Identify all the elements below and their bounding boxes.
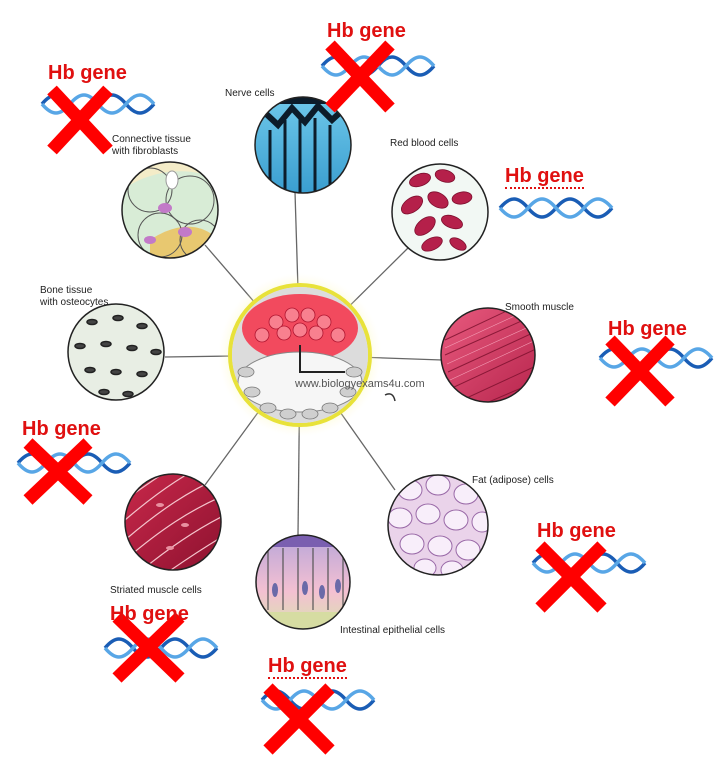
connective-tissue-circle [121, 161, 219, 259]
watermark: www.biologyexams4u.com [295, 378, 425, 390]
fat-cell-circle [387, 474, 489, 576]
hb-gene-label: Hb gene [505, 165, 584, 189]
hb-gene-label: Hb gene [608, 318, 687, 340]
label-fat-cells: Fat (adipose) cells [472, 475, 554, 486]
cross-icon [47, 85, 113, 155]
label-nerve-cells: Nerve cells [225, 88, 275, 99]
hb-gene-label: Hb gene [110, 603, 189, 625]
label-bone-tissue: Bone tissue with osteocytes [40, 285, 108, 309]
label-connective-line2: with fibroblasts [112, 146, 179, 157]
cross-icon [23, 438, 93, 505]
striated-muscle-circle [124, 473, 222, 571]
dna-icon [498, 197, 614, 219]
cross-icon [263, 683, 335, 755]
smooth-muscle-circle [440, 307, 536, 403]
label-intestinal-cells: Intestinal epithelial cells [340, 625, 446, 636]
cross-icon [112, 612, 185, 683]
dna-icon [103, 637, 219, 659]
label-red-blood-cells: Red blood cells [390, 138, 459, 149]
gene-off-crosses [23, 40, 675, 755]
cross-icon [535, 541, 607, 613]
hb-gene-label: Hb gene [22, 418, 101, 440]
central-blastocyst [218, 273, 396, 437]
label-smooth-muscle: Smooth muscle [505, 302, 574, 313]
cross-icon [325, 40, 395, 113]
red-blood-cell-circle [391, 163, 489, 261]
cross-icon [605, 335, 675, 407]
hb-gene-label: Hb gene [48, 62, 127, 84]
label-connective-line1: Connective tissue [112, 134, 191, 145]
label-connective-tissue: Connective tissue with fibroblasts [112, 134, 191, 158]
hb-gene-label: Hb gene [537, 520, 616, 542]
label-bone-line1: Bone tissue [40, 285, 93, 296]
hb-gene-label: Hb gene [268, 655, 347, 679]
nerve-cell-circle [254, 96, 352, 194]
intestinal-epithelial-circle [255, 534, 351, 630]
hb-gene-label: Hb gene [327, 20, 406, 42]
label-bone-line2: with osteocytes [40, 297, 109, 308]
label-striated-muscle: Striated muscle cells [110, 585, 202, 596]
bone-tissue-circle [67, 303, 165, 401]
